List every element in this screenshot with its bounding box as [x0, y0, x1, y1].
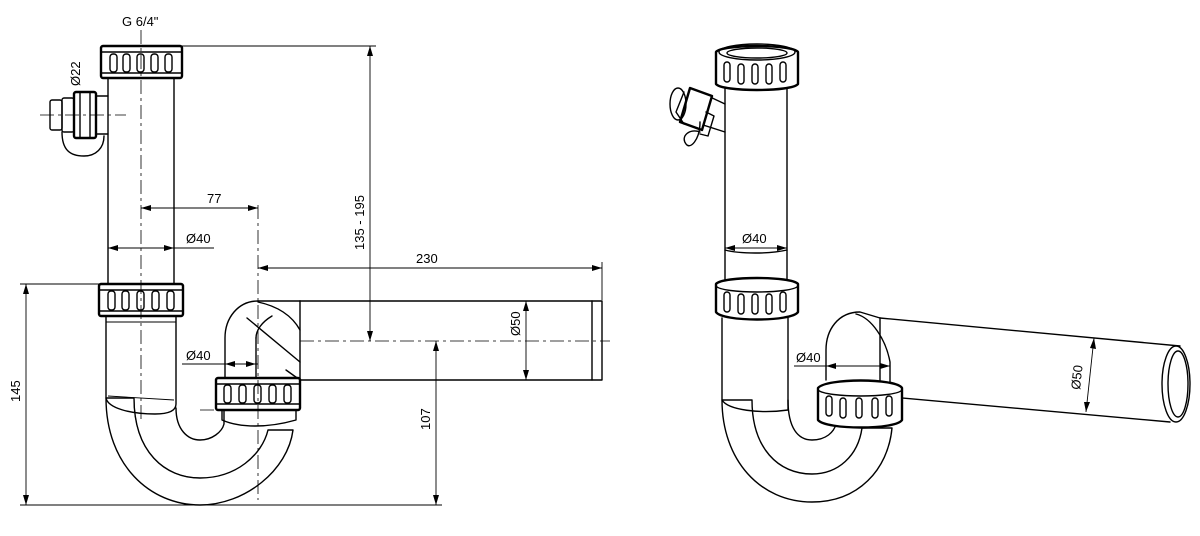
iso-top-nut [714, 43, 800, 92]
thread-label: G 6/4" [122, 14, 159, 29]
lower-tube [105, 315, 177, 415]
tube-diameter-label: Ø40 [186, 231, 211, 246]
side-inlet-diameter-label: Ø22 [68, 61, 83, 86]
outlet-tube [224, 300, 603, 381]
length-label: 230 [416, 251, 438, 266]
outlet-diameter-label: Ø50 [508, 311, 523, 336]
outlet-height-label: 107 [418, 408, 433, 430]
iso-tube-diameter-label: Ø40 [742, 231, 767, 246]
iso-trap-nut [816, 379, 904, 429]
u-bend [105, 397, 294, 506]
offset-label: 77 [207, 191, 221, 206]
iso-outlet-diameter-label: Ø50 [1068, 364, 1085, 390]
iso-u-bend [721, 399, 893, 503]
height-range-label: 135 - 195 [352, 195, 367, 250]
side-inlet [40, 90, 126, 157]
total-height-label: 145 [8, 380, 23, 402]
bend-inner-rim [175, 407, 225, 441]
isometric-view: Ø40 Ø40 Ø50 [669, 43, 1191, 503]
iso-side-inlet [669, 86, 726, 147]
top-nut [99, 44, 184, 80]
iso-trap-inlet-diameter-label: Ø40 [796, 350, 821, 365]
iso-middle-nut [714, 276, 800, 321]
front-view: G 6/4" Ø22 77 Ø40 135 - 195 230 Ø50 Ø40 … [8, 14, 610, 506]
trap-inlet-diameter-label: Ø40 [186, 348, 211, 363]
